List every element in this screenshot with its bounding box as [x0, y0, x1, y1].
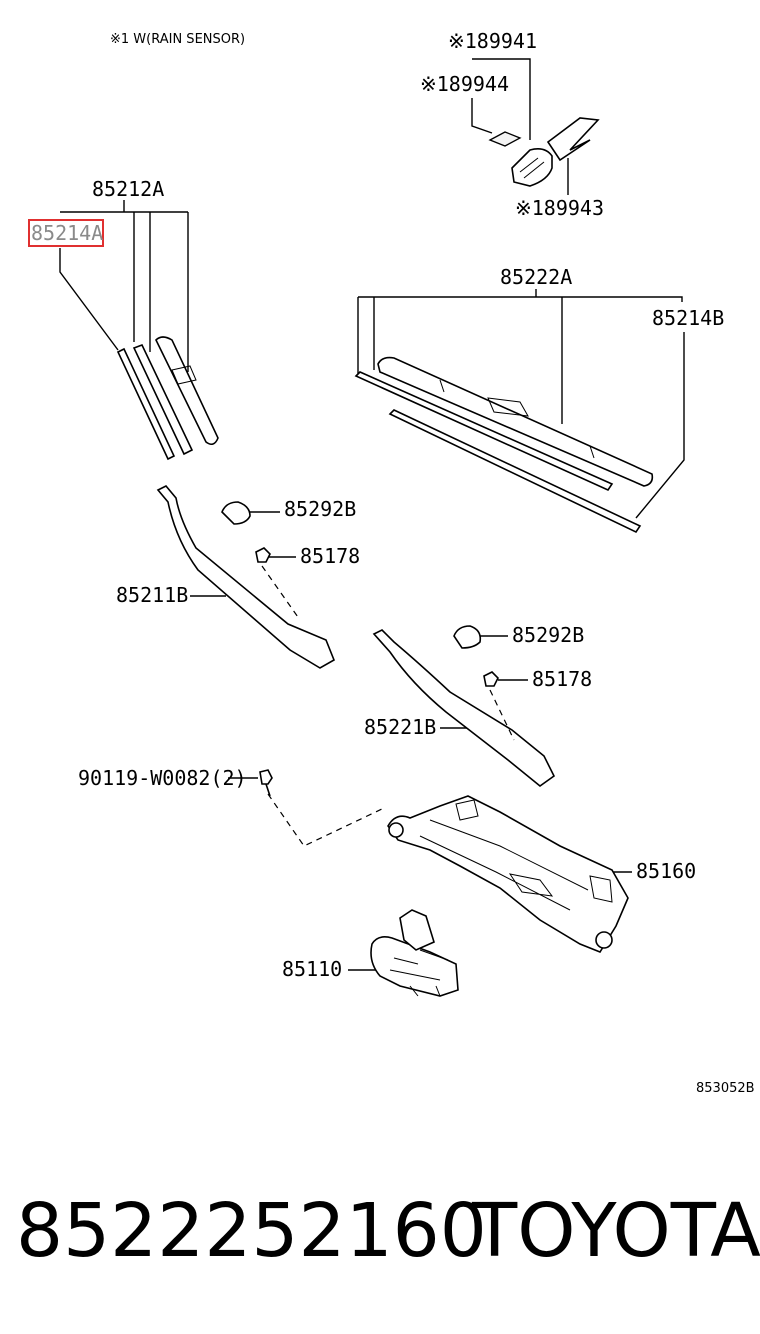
callout-85110[interactable]: 85110 [282, 957, 342, 981]
footer-part-number: 8522252160 [16, 1188, 487, 1274]
left-refill-85214A[interactable] [116, 347, 176, 461]
motor-85110[interactable] [370, 936, 459, 997]
linkage-85160[interactable] [387, 795, 629, 953]
right-blade-strip[interactable] [354, 371, 614, 492]
rain-sensor-group: ※189941 ※189944 ※189943 [420, 29, 604, 220]
callout-85178-1[interactable]: 85178 [300, 544, 360, 568]
callout-85178-2[interactable]: 85178 [532, 667, 592, 691]
left-arm-85211B[interactable] [156, 485, 336, 669]
sensor-pad-part[interactable] [488, 131, 522, 147]
right-arm-85221B[interactable] [372, 629, 556, 788]
callout-89941[interactable]: ※189941 [448, 29, 537, 53]
callout-85292B-1[interactable]: 85292B [284, 497, 356, 521]
bolt-90119[interactable] [259, 769, 273, 797]
callout-89944[interactable]: ※189944 [420, 72, 509, 96]
rain-sensor-note: ※1 W(RAIN SENSOR) [110, 32, 245, 47]
leader-89944 [471, 98, 493, 134]
leader-89941 [472, 58, 531, 140]
callout-85160[interactable]: 85160 [636, 859, 696, 883]
left-arm-group: 85292B 85178 85211B [116, 485, 360, 669]
leader-85214B [635, 332, 685, 519]
motor-group: 85110 [282, 909, 459, 997]
right-blade-body[interactable] [377, 356, 654, 487]
right-refill-85214B[interactable] [388, 409, 642, 534]
bolt-group: 90119-W0082(2) [78, 766, 385, 847]
rain-sensor-part[interactable] [511, 148, 553, 187]
left-blade-body[interactable] [155, 336, 219, 446]
leader-85222A-drops [357, 297, 563, 424]
highlight-box [28, 219, 104, 247]
nut-85178-right[interactable] [483, 671, 499, 687]
leader-85214A [59, 248, 119, 351]
linkage-group: 85160 [387, 795, 696, 953]
sensor-bracket-part[interactable] [546, 117, 600, 162]
callout-85292B-2[interactable]: 85292B [512, 623, 584, 647]
diagram-ref-code: 853052B [696, 1081, 755, 1096]
callout-85211B[interactable]: 85211B [116, 583, 188, 607]
leader-85212A-bar [60, 200, 188, 213]
leader-85212A-drops [133, 212, 189, 372]
callout-85214B[interactable]: 85214B [652, 306, 724, 330]
callout-85222A[interactable]: 85222A [500, 265, 572, 289]
cap-85292B-left[interactable] [221, 501, 251, 525]
callout-89943[interactable]: ※189943 [515, 196, 604, 220]
cap-85292B-right[interactable] [453, 625, 482, 649]
callout-85221B[interactable]: 85221B [364, 715, 436, 739]
right-blade-group: 85222A 85214B [354, 265, 724, 534]
left-blade-group: 85212A 85214A [28, 177, 219, 461]
footer-brand: TOYOTA [471, 1188, 760, 1274]
callout-85214A[interactable]: 85214A [31, 221, 103, 245]
nut-85178-left[interactable] [255, 547, 271, 563]
leader-85222A-bar [358, 289, 683, 302]
callout-85212A[interactable]: 85212A [92, 177, 164, 201]
right-arm-group: 85292B 85178 85221B [364, 623, 592, 788]
callout-90119[interactable]: 90119-W0082(2) [78, 766, 247, 790]
left-blade-strip[interactable] [132, 343, 194, 456]
